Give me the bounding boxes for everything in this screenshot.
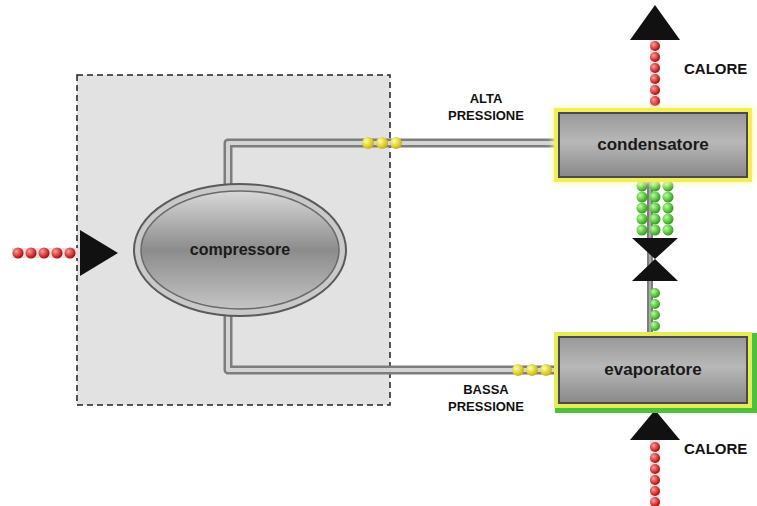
refrigerant-pipe xyxy=(228,143,558,184)
liquid-ball xyxy=(650,299,660,309)
liquid-ball xyxy=(637,181,648,192)
liquid-ball xyxy=(650,192,661,203)
liquid-ball xyxy=(663,181,674,192)
compressor-ellipse: compressore xyxy=(132,182,348,318)
liquid-ball xyxy=(650,203,661,214)
liquid-ball xyxy=(650,310,660,320)
heat-ball xyxy=(650,497,660,506)
gas-ball xyxy=(390,137,402,149)
heat-ball xyxy=(650,63,660,73)
liquid-ball xyxy=(650,181,661,192)
heat-ball xyxy=(650,486,660,496)
heat-in-arrowhead xyxy=(630,410,680,440)
node-text: condensatore xyxy=(597,135,708,155)
energy-ball xyxy=(39,248,50,259)
liquid-ball xyxy=(637,214,648,225)
liquid-ball xyxy=(650,288,660,298)
pressure-label: ALTA PRESSIONE xyxy=(438,90,534,124)
compressor-housing xyxy=(77,75,390,405)
decoration-layer xyxy=(13,41,679,506)
node-text: evaporatore xyxy=(604,360,701,380)
energy-ball xyxy=(65,248,76,259)
condenser-box: condensatore xyxy=(558,112,748,178)
gas-ball xyxy=(362,137,374,149)
heat-label: CALORE xyxy=(684,440,756,457)
heat-ball xyxy=(650,475,660,485)
gas-ball xyxy=(512,364,524,376)
pressure-label: BASSA PRESSIONE xyxy=(438,381,534,415)
liquid-ball xyxy=(663,192,674,203)
liquid-ball xyxy=(637,192,648,203)
heat-ball xyxy=(650,85,660,95)
liquid-ball xyxy=(650,321,660,331)
heat-ball xyxy=(650,442,660,452)
energy-ball xyxy=(52,248,63,259)
input-arrowhead xyxy=(80,230,118,276)
liquid-ball xyxy=(650,225,661,236)
node-text: compressore xyxy=(190,241,291,259)
heat-stream xyxy=(650,38,660,110)
heat-ball xyxy=(650,74,660,84)
evaporator-box: evaporatore xyxy=(558,336,748,404)
refrigerant-pipe xyxy=(228,316,558,370)
heat-out-arrowhead xyxy=(630,5,680,40)
heat-ball xyxy=(650,52,660,62)
heat-stream xyxy=(650,438,660,506)
gas-ball xyxy=(376,137,388,149)
liquid-ball xyxy=(663,214,674,225)
energy-ball xyxy=(26,248,37,259)
liquid-ball xyxy=(637,225,648,236)
background-layer xyxy=(12,5,680,506)
heat-ball xyxy=(650,453,660,463)
expansion-valve xyxy=(632,238,678,281)
liquid-ball xyxy=(663,225,674,236)
heat-label: CALORE xyxy=(684,60,756,77)
gas-ball xyxy=(526,364,538,376)
refrigerant-pipe xyxy=(650,178,651,336)
gas-ball xyxy=(540,364,552,376)
heat-ball xyxy=(650,96,660,106)
liquid-ball xyxy=(650,214,661,225)
heat-ball xyxy=(650,41,660,51)
energy-ball xyxy=(13,248,24,259)
heat-ball xyxy=(650,464,660,474)
energy-stream xyxy=(12,248,82,258)
liquid-ball xyxy=(663,203,674,214)
liquid-ball xyxy=(637,203,648,214)
